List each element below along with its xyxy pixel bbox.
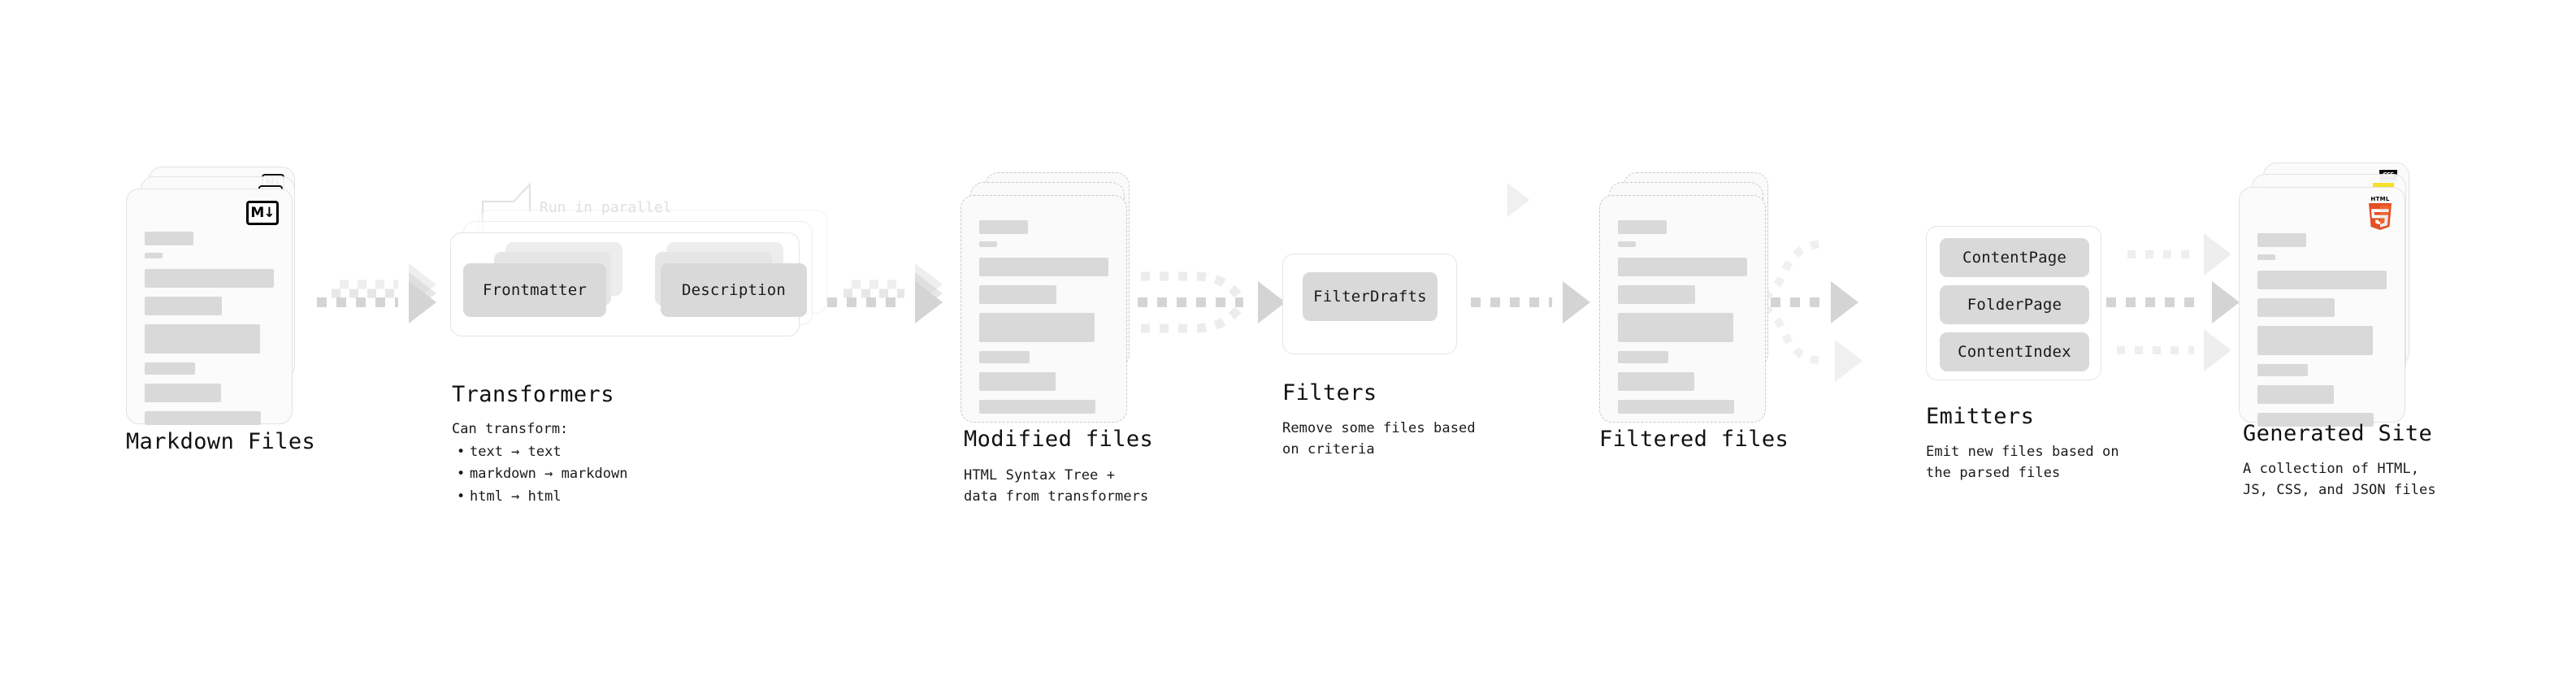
capability-item: text → text: [457, 441, 627, 464]
stage-subtitle-generated-site: A collection of HTML, JS, CSS, and JSON …: [2243, 461, 2436, 499]
skeleton-bar: [2257, 385, 2334, 404]
stage-title-markdown-files: Markdown Files: [126, 429, 316, 454]
stage-modified-files: [961, 172, 1147, 432]
arrow-modified-to-filters: [1138, 271, 1286, 333]
chip-label: FilterDrafts: [1313, 288, 1427, 306]
skeleton-bar: [1618, 313, 1733, 342]
chip-label: Description: [681, 281, 787, 299]
skeleton-bar: [1618, 220, 1667, 234]
stage-generated-site: CSS HTML: [2239, 163, 2434, 431]
stage-emitters: ContentPage FolderPage ContentIndex: [1926, 226, 2113, 388]
stage-filters: FilterDrafts: [1282, 254, 1461, 354]
skeleton-bar: [2257, 413, 2374, 427]
skeleton-bar: [979, 313, 1095, 342]
arrow-emitters-to-site: [2106, 233, 2240, 371]
skeleton-bar: [145, 253, 163, 258]
chip-description[interactable]: Description: [661, 263, 807, 317]
skeleton-bar: [1618, 400, 1735, 414]
stage-title-emitters: Emitters: [1926, 404, 2035, 429]
stage-title-generated-site: Generated Site: [2243, 421, 2433, 446]
stage-subtitle-emitters: Emit new files based on the parsed files: [1926, 444, 2119, 482]
run-in-parallel-label: Run in parallel: [540, 199, 672, 216]
markdown-badge-icon: M↓: [246, 201, 279, 225]
skeleton-bar: [1618, 285, 1696, 304]
skeleton-bar: [145, 384, 221, 402]
markdown-skeleton-bars: [145, 232, 274, 432]
skeleton-bar: [1618, 351, 1668, 363]
chip-contentpage[interactable]: ContentPage: [1940, 238, 2089, 277]
skeleton-bar: [979, 220, 1028, 234]
skeleton-bar: [2257, 364, 2308, 376]
site-skeleton-bars: [2257, 233, 2387, 434]
stage-transformers: Frontmatter Description: [439, 195, 861, 358]
html5-badge-icon: HTML: [2367, 196, 2393, 230]
skeleton-bar: [1618, 372, 1694, 391]
modified-skeleton-bars: [979, 220, 1108, 421]
skeleton-bar: [1618, 258, 1747, 276]
skeleton-bar: [2257, 271, 2387, 289]
stage-subtitle-filters: Remove some files based on criteria: [1282, 420, 1476, 458]
skeleton-bar: [145, 297, 223, 315]
chip-filterdrafts[interactable]: FilterDrafts: [1303, 272, 1438, 321]
chip-folderpage[interactable]: FolderPage: [1940, 285, 2089, 324]
filters-box: FilterDrafts: [1282, 254, 1457, 354]
skeleton-bar: [145, 269, 274, 288]
skeleton-bar: [2257, 326, 2373, 355]
skeleton-bar: [2257, 233, 2306, 247]
skeleton-bar: [979, 258, 1108, 276]
chip-label: ContentIndex: [1958, 343, 2071, 361]
transformers-capabilities: Can transform: text → text markdown → ma…: [452, 419, 627, 508]
arrow-filters-to-filtered: [1471, 281, 1590, 323]
capabilities-lead: Can transform:: [452, 421, 569, 437]
markdown-card-front: M↓: [126, 189, 293, 425]
skeleton-bar: [979, 372, 1056, 391]
skeleton-bar: [1618, 241, 1636, 247]
skeleton-bar: [979, 400, 1096, 414]
filtered-skeleton-bars: [1618, 220, 1747, 421]
emitters-box: ContentPage FolderPage ContentIndex: [1926, 226, 2101, 380]
html5-word: HTML: [2370, 196, 2390, 202]
filtered-card-front: [1599, 195, 1766, 423]
skeleton-bar: [145, 232, 193, 245]
skeleton-bar: [2257, 254, 2275, 260]
skeleton-bar: [145, 362, 195, 375]
skeleton-bar: [979, 351, 1030, 363]
stage-filtered-files: [1599, 172, 1786, 432]
capability-item: html → html: [457, 486, 627, 509]
stage-markdown-files: M↓ M↓ M↓: [126, 167, 313, 427]
skeleton-bar: [2257, 298, 2335, 317]
stage-title-filters: Filters: [1282, 380, 1377, 406]
skeleton-bar: [145, 324, 260, 354]
capability-item: markdown → markdown: [457, 463, 628, 486]
stage-title-filtered-files: Filtered files: [1599, 427, 1789, 452]
stage-subtitle-modified-files: HTML Syntax Tree + data from transformer…: [964, 467, 1149, 505]
skeleton-bar: [145, 411, 262, 425]
arrow-markdown-to-transformers: [317, 263, 436, 323]
chip-frontmatter[interactable]: Frontmatter: [463, 263, 606, 317]
chip-label: Frontmatter: [482, 281, 588, 299]
site-card-front-html: HTML: [2239, 187, 2405, 427]
stage-title-transformers: Transformers: [452, 382, 614, 407]
chip-label: FolderPage: [1967, 296, 2062, 314]
modified-card-front: [961, 195, 1127, 423]
chip-label: ContentPage: [1962, 249, 2067, 267]
skeleton-bar: [979, 285, 1057, 304]
chip-contentindex[interactable]: ContentIndex: [1940, 332, 2089, 371]
stage-title-modified-files: Modified files: [964, 427, 1154, 452]
skeleton-bar: [979, 241, 997, 247]
